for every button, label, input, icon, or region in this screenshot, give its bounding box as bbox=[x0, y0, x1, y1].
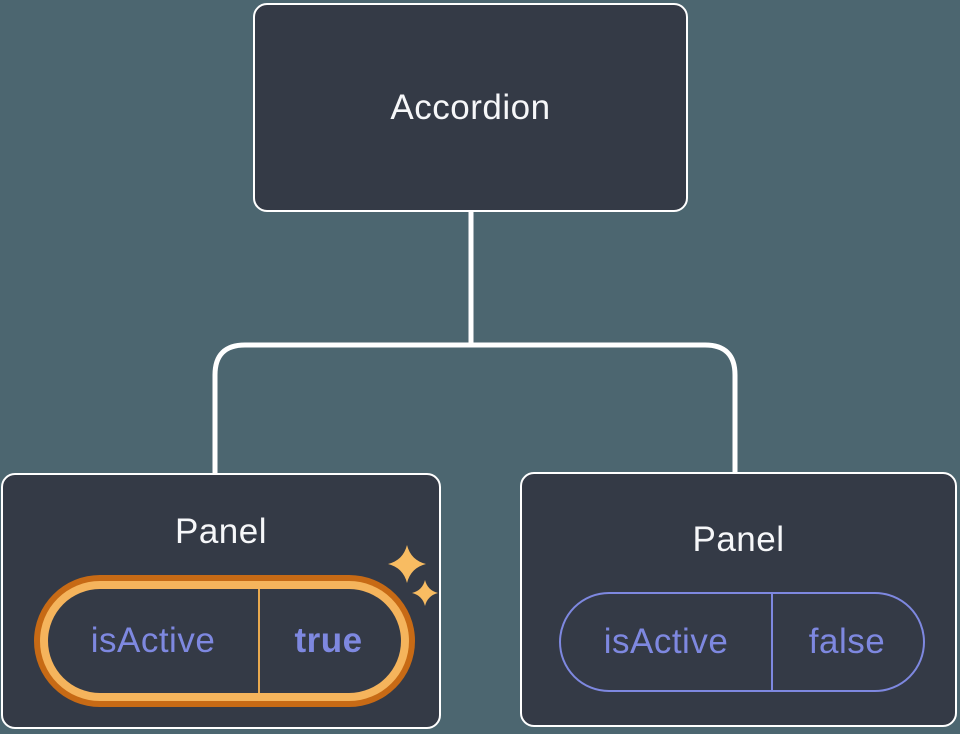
prop-value: true bbox=[294, 621, 363, 660]
node-accordion-label: Accordion bbox=[390, 87, 551, 127]
prop-name: isActive bbox=[90, 621, 216, 660]
prop-pill-divider bbox=[258, 589, 260, 693]
connector-branch bbox=[212, 342, 738, 474]
node-panel-inactive-label: Panel bbox=[692, 520, 785, 559]
node-accordion: Accordion bbox=[253, 3, 688, 212]
node-panel-active: Panel isActive true bbox=[1, 473, 441, 729]
prop-pill-inactive: isActive false bbox=[559, 592, 925, 692]
prop-value: false bbox=[808, 622, 886, 661]
prop-pill-active: isActive true bbox=[48, 589, 401, 693]
node-panel-inactive: Panel isActive false bbox=[520, 472, 957, 727]
prop-name: isActive bbox=[603, 622, 729, 661]
node-panel-active-label: Panel bbox=[174, 512, 268, 551]
prop-pill-divider bbox=[771, 594, 773, 690]
